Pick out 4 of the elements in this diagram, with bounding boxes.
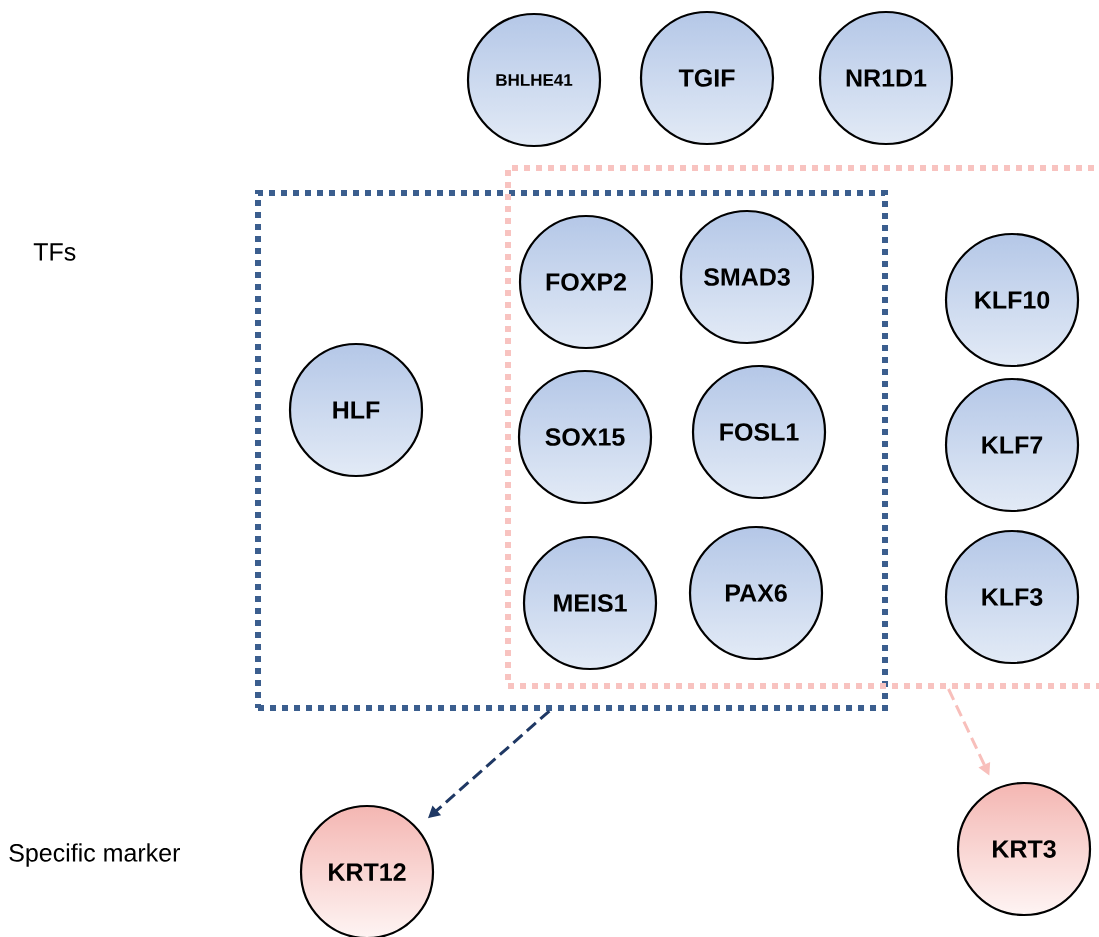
dotted-group-box — [505, 165, 1099, 689]
dotted-group-box — [255, 190, 888, 711]
row-label: TFs — [33, 243, 76, 261]
row-label: Specific marker — [9, 843, 180, 867]
